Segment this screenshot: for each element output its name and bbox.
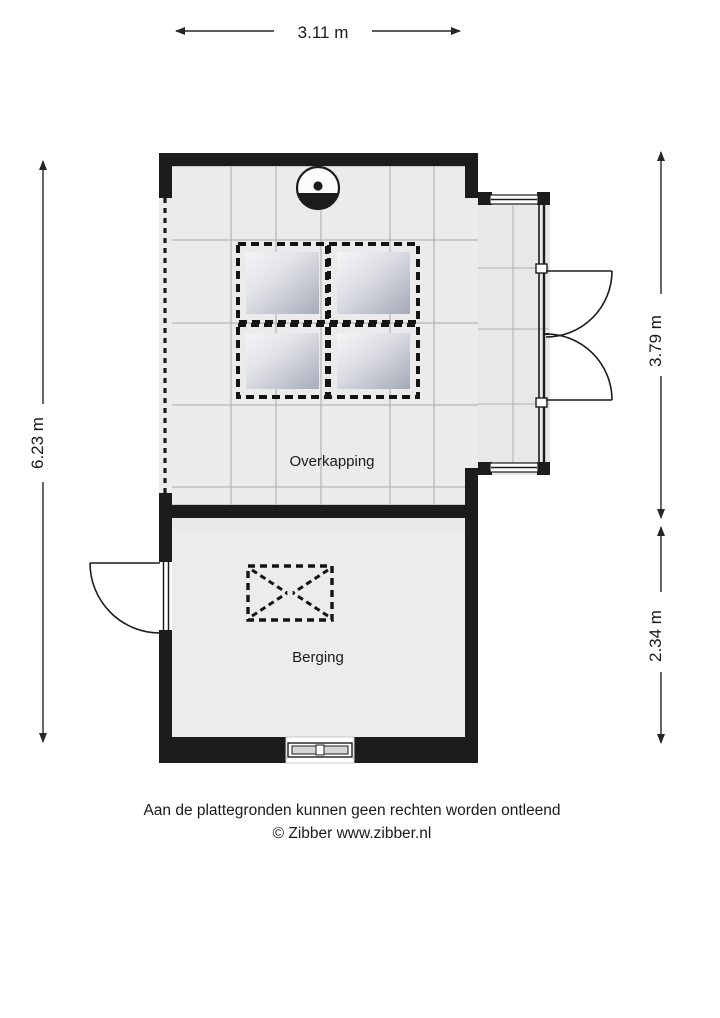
wall-overkapping-right-top-stub: [465, 153, 478, 198]
dimension-top-label: 3.11 m: [298, 23, 349, 42]
wall-bay-bottom-left-corner: [478, 462, 492, 475]
footer-disclaimer: Aan de plattegronden kunnen geen rechten…: [143, 802, 560, 819]
crossed-rectangle-diag-1: [251, 568, 288, 595]
door-left-jamb-bottom: [159, 630, 172, 640]
wall-overkapping-left-top-stub: [159, 153, 172, 198]
skylight-panel-grid: [236, 242, 420, 399]
window-bottom-sash-left: [291, 745, 317, 755]
crossed-rectangle-symbol: [246, 564, 334, 622]
berging-floor-inner: [172, 531, 465, 737]
wall-berging-bottom-left: [159, 737, 286, 763]
window-bottom-mullion: [315, 744, 325, 756]
window-bottom-right-bay[interactable]: [489, 462, 539, 473]
wall-divider: [159, 505, 478, 518]
skylight-panel-2: [327, 242, 420, 324]
dimension-right-upper: 3.79 m: [646, 151, 665, 519]
double-door-right[interactable]: [535, 205, 613, 462]
dimension-right-lower-label: 2.34 m: [646, 610, 665, 662]
skylight-panel-4-frame: [327, 323, 420, 399]
crossed-rectangle-diag-4: [292, 591, 329, 618]
door-right-lower-arc: [545, 333, 613, 401]
skylight-panel-4: [327, 323, 420, 399]
circular-fixture-center-dot: [313, 181, 323, 191]
wall-berging-bottom-right: [354, 737, 478, 763]
crossed-rectangle-frame: [246, 564, 334, 622]
dimension-right-lower: 2.34 m: [646, 526, 665, 744]
single-door-left[interactable]: [89, 553, 172, 640]
skylight-panel-3: [236, 323, 329, 399]
skylight-panel-2-glass: [337, 252, 410, 314]
dimension-right-upper-label: 3.79 m: [646, 315, 665, 367]
skylight-panel-2-frame: [327, 242, 420, 324]
dimension-top: 3.11 m: [175, 23, 461, 42]
skylight-panel-4-glass: [337, 333, 410, 389]
dimension-left-label: 6.23 m: [28, 417, 47, 469]
window-top-right-bay[interactable]: [489, 194, 539, 205]
skylight-panel-1-glass: [246, 252, 319, 314]
overkapping-bay-floor: [478, 198, 550, 475]
window-bottom-sash-right: [323, 745, 349, 755]
bay-mullion-upper: [535, 263, 548, 274]
skylight-panel-1: [236, 242, 329, 324]
footer-copyright: © Zibber www.zibber.nl: [273, 825, 432, 842]
room-label-overkapping: Overkapping: [289, 453, 374, 470]
wall-bay-bottom-right-corner: [537, 462, 550, 475]
wall-bay-top-left-corner: [478, 192, 492, 205]
door-left-opening: [159, 560, 172, 632]
circular-fixture: [295, 165, 341, 211]
door-left-jamb-top: [159, 553, 172, 562]
room-overkapping: [159, 153, 550, 518]
door-left-arc: [89, 562, 161, 634]
wall-berging-right: [465, 518, 478, 763]
crossed-rectangle-diag-2: [292, 568, 329, 595]
room-berging: [159, 518, 478, 763]
crossed-rectangle-diag-3: [251, 591, 288, 618]
skylight-panel-3-glass: [246, 333, 319, 389]
circular-fixture-shade: [297, 193, 339, 210]
room-label-berging: Berging: [292, 649, 344, 666]
bay-mullion-lower: [535, 397, 548, 408]
window-bottom-berging[interactable]: [285, 736, 355, 764]
wall-overkapping-top: [159, 153, 478, 166]
dimension-left: 6.23 m: [28, 160, 47, 743]
skylight-panel-1-frame: [236, 242, 329, 324]
wall-bay-top-right-corner: [537, 192, 550, 205]
